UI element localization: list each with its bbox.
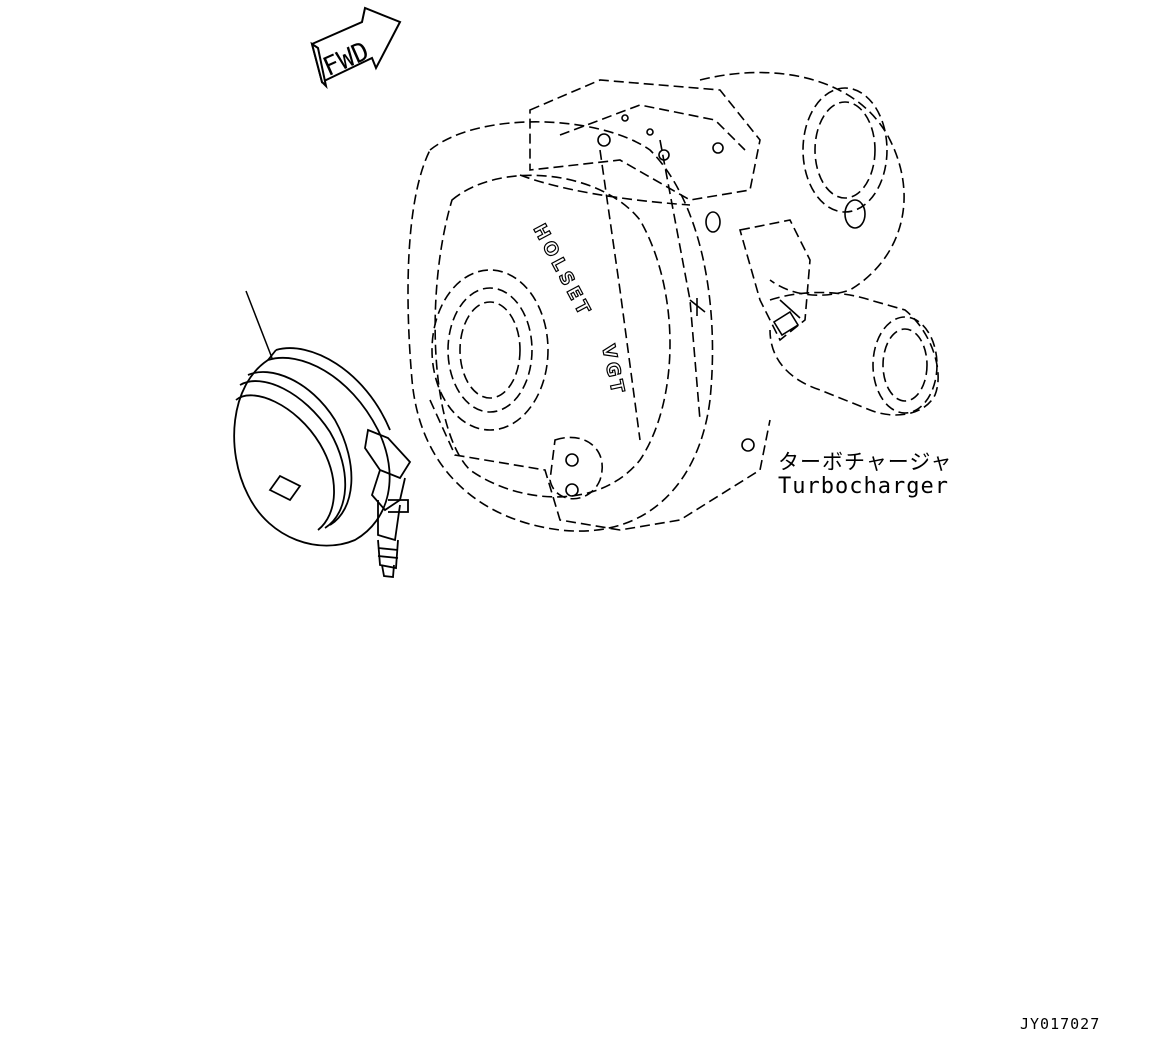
part-label-japanese: ターボチャージャ <box>778 450 953 474</box>
turbo-solid-details <box>565 114 866 497</box>
fwd-arrow-icon: FWD <box>310 6 402 90</box>
casting-text-vgt: VGT <box>597 343 628 399</box>
leader-line <box>245 290 273 359</box>
part-label-english: Turbocharger <box>778 474 949 499</box>
document-code: JY017027 <box>1020 1015 1101 1033</box>
turbocharger-illustration <box>407 71 939 532</box>
v-band-clamp-part <box>233 347 412 578</box>
